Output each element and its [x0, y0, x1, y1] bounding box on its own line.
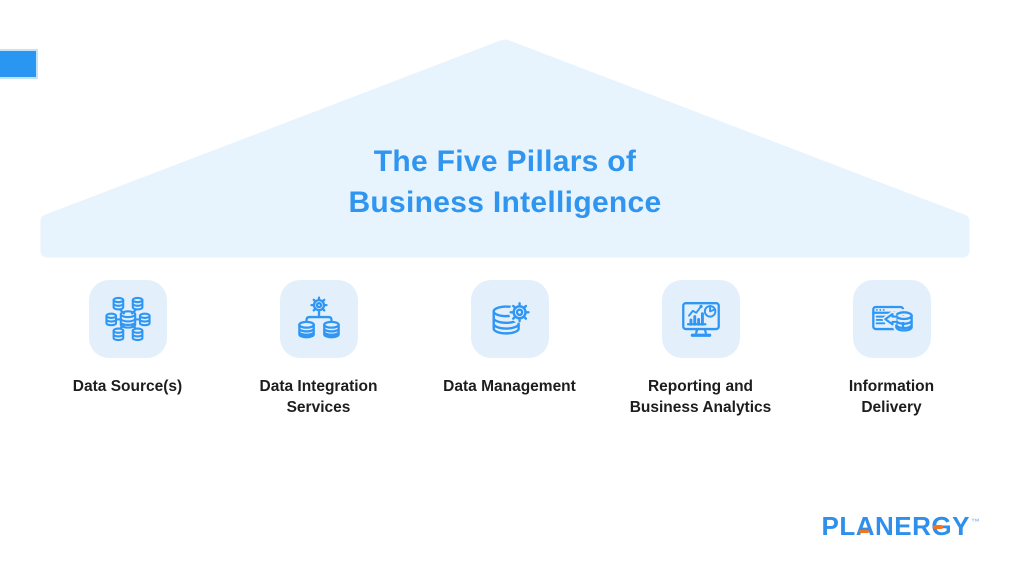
logo-g-accent: [932, 525, 943, 529]
data-integration-card: [279, 280, 358, 358]
reporting-analytics-card: [661, 280, 740, 358]
pillar-data-sources: Data Source(s): [32, 280, 223, 418]
logo-trademark: ™: [971, 517, 980, 527]
page-title: The Five Pillars of Business Intelligenc…: [0, 141, 1010, 223]
pillar-data-integration: Data Integration Services: [223, 280, 414, 418]
pillar-information-delivery: Information Delivery: [796, 280, 987, 418]
data-sources-icon: [104, 296, 151, 342]
data-sources-card: [88, 280, 167, 358]
pillar-label: Data Integration Services: [259, 378, 378, 416]
information-delivery-card: [852, 280, 931, 358]
logo-a-accent: [858, 529, 869, 534]
pillar-label: Data Management: [443, 378, 576, 395]
data-management-card: [470, 280, 549, 358]
planergy-logo: PLANERGY ™: [822, 507, 980, 541]
pillars-row: Data Source(s): [32, 280, 987, 418]
title-line-2: Business Intelligence: [348, 186, 662, 219]
pillar-reporting-analytics: Reporting and Business Analytics: [605, 280, 796, 418]
pillar-label: Information Delivery: [848, 378, 935, 416]
pillar-label: Reporting and Business Analytics: [629, 378, 772, 416]
title-line-1: The Five Pillars of: [373, 145, 637, 178]
reporting-analytics-icon: [681, 302, 720, 337]
logo-text: PLANERGY: [821, 511, 970, 541]
information-delivery-icon: [871, 305, 915, 334]
data-management-icon: [492, 301, 530, 335]
roof-shape: [40, 39, 970, 258]
data-integration-icon: [297, 296, 340, 339]
pillar-data-management: Data Management: [414, 280, 605, 418]
pillar-label: Data Source(s): [72, 378, 183, 395]
accent-rectangle: [0, 49, 38, 79]
